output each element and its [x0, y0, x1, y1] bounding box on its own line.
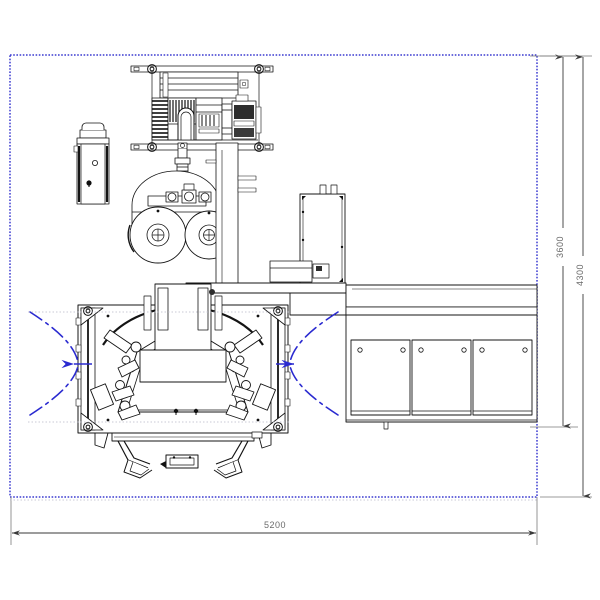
cabinet-panel-1	[350, 339, 411, 416]
envelope-arc-left-upper	[29, 311, 79, 363]
envelope-arc-right-lower	[289, 365, 339, 416]
cabinet-panel-3	[472, 339, 533, 416]
swing-envelope-arcs	[29, 311, 339, 416]
upper-pump-motor-assembly	[130, 64, 274, 152]
center-pin-markers	[173, 408, 199, 415]
envelope-arc-left-lower	[29, 365, 79, 416]
construction-lines	[10, 311, 537, 501]
main-upper-deck	[185, 282, 538, 316]
dimension-label-width: 5200	[264, 520, 286, 530]
dimension-width-5200: 5200	[10, 497, 538, 545]
machine-envelope-border	[9, 54, 538, 498]
v-gripper-assembly	[94, 431, 272, 479]
pendant-marker-icon	[86, 180, 92, 187]
cabinet-panel-2	[411, 339, 472, 416]
envelope-arc-right-upper	[289, 311, 339, 363]
dimension-height-4300: 4300	[540, 54, 592, 499]
arched-clamp-mechanism	[90, 283, 276, 421]
dimension-label-height-inner: 3600	[555, 236, 565, 258]
center-mast	[205, 142, 257, 290]
dimension-label-height-outer: 4300	[575, 264, 585, 286]
control-pendant-cabinet	[73, 122, 110, 205]
conveyor-cabinet-bank	[345, 314, 538, 430]
hydraulic-tank	[269, 184, 346, 285]
dimension-height-3600: 3600	[530, 54, 578, 429]
